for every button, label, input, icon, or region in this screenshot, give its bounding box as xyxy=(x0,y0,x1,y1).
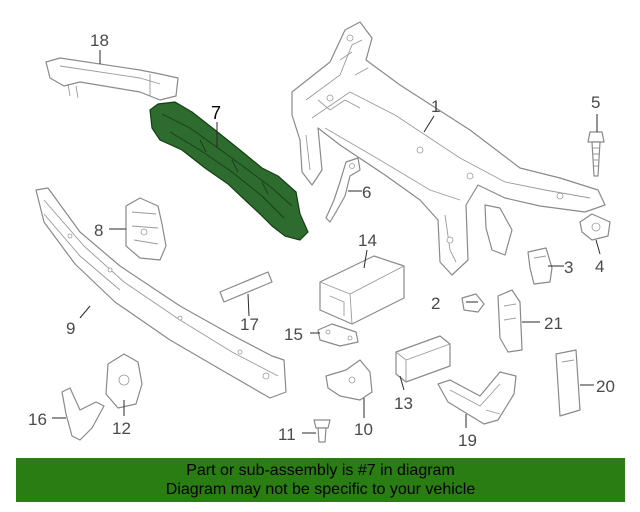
callout-14: 14 xyxy=(358,231,377,250)
part-14-bracket[interactable] xyxy=(319,255,405,325)
part-16-bracket[interactable] xyxy=(61,387,105,441)
callout-17: 17 xyxy=(240,315,259,334)
info-banner: Part or sub-assembly is #7 in diagram Di… xyxy=(16,458,625,502)
callout-7: 7 xyxy=(211,103,221,123)
callout-10: 10 xyxy=(354,420,373,439)
leader-lines xyxy=(52,50,601,434)
callout-labels: 1 2 3 4 5 6 7 8 9 10 11 12 13 14 15 16 1… xyxy=(28,31,615,450)
part-19-bracket[interactable] xyxy=(437,371,517,425)
part-8-bracket[interactable] xyxy=(125,197,167,261)
part-15-plate[interactable] xyxy=(317,323,359,347)
callout-15: 15 xyxy=(284,325,303,344)
callout-9: 9 xyxy=(66,319,75,338)
callout-16: 16 xyxy=(28,410,47,429)
callout-3: 3 xyxy=(564,258,573,277)
part-3-bracket[interactable] xyxy=(527,247,553,285)
part-12-bracket[interactable] xyxy=(105,353,143,409)
callout-19: 19 xyxy=(458,431,477,450)
callout-21: 21 xyxy=(544,314,563,333)
part-2-clip[interactable] xyxy=(461,293,485,313)
part-1-radiator-support[interactable] xyxy=(291,21,606,276)
callout-20: 20 xyxy=(596,377,615,396)
banner-line-2: Diagram may not be specific to your vehi… xyxy=(165,481,476,498)
parts-diagram: 1 2 3 4 5 6 7 8 9 10 11 12 13 14 15 16 1… xyxy=(28,21,615,450)
callout-5: 5 xyxy=(591,93,600,112)
callout-8: 8 xyxy=(94,221,103,240)
part-5-bolt[interactable] xyxy=(587,131,605,177)
banner-line-1: Part or sub-assembly is #7 in diagram xyxy=(186,462,455,479)
part-11-bolt[interactable] xyxy=(313,419,331,443)
callout-2: 2 xyxy=(431,294,440,313)
callout-4: 4 xyxy=(595,257,604,276)
part-6-bracket[interactable] xyxy=(325,157,361,223)
part-9-bumper-reinforcement[interactable] xyxy=(35,187,287,399)
part-10-bracket[interactable] xyxy=(325,359,373,401)
callout-13: 13 xyxy=(394,394,413,413)
callout-6: 6 xyxy=(362,183,371,202)
callout-11: 11 xyxy=(278,425,296,444)
callout-12: 12 xyxy=(112,419,131,438)
part-4-clip[interactable] xyxy=(579,213,611,241)
callout-18: 18 xyxy=(90,31,109,50)
part-18-bracket[interactable] xyxy=(45,57,179,101)
part-20-plate[interactable] xyxy=(555,349,581,417)
part-7-highlighted-bracket[interactable] xyxy=(149,101,309,241)
part-17-strip[interactable] xyxy=(219,271,273,303)
part-13-block[interactable] xyxy=(395,335,451,383)
part-21-bracket[interactable] xyxy=(497,289,523,353)
callout-1: 1 xyxy=(431,97,440,116)
